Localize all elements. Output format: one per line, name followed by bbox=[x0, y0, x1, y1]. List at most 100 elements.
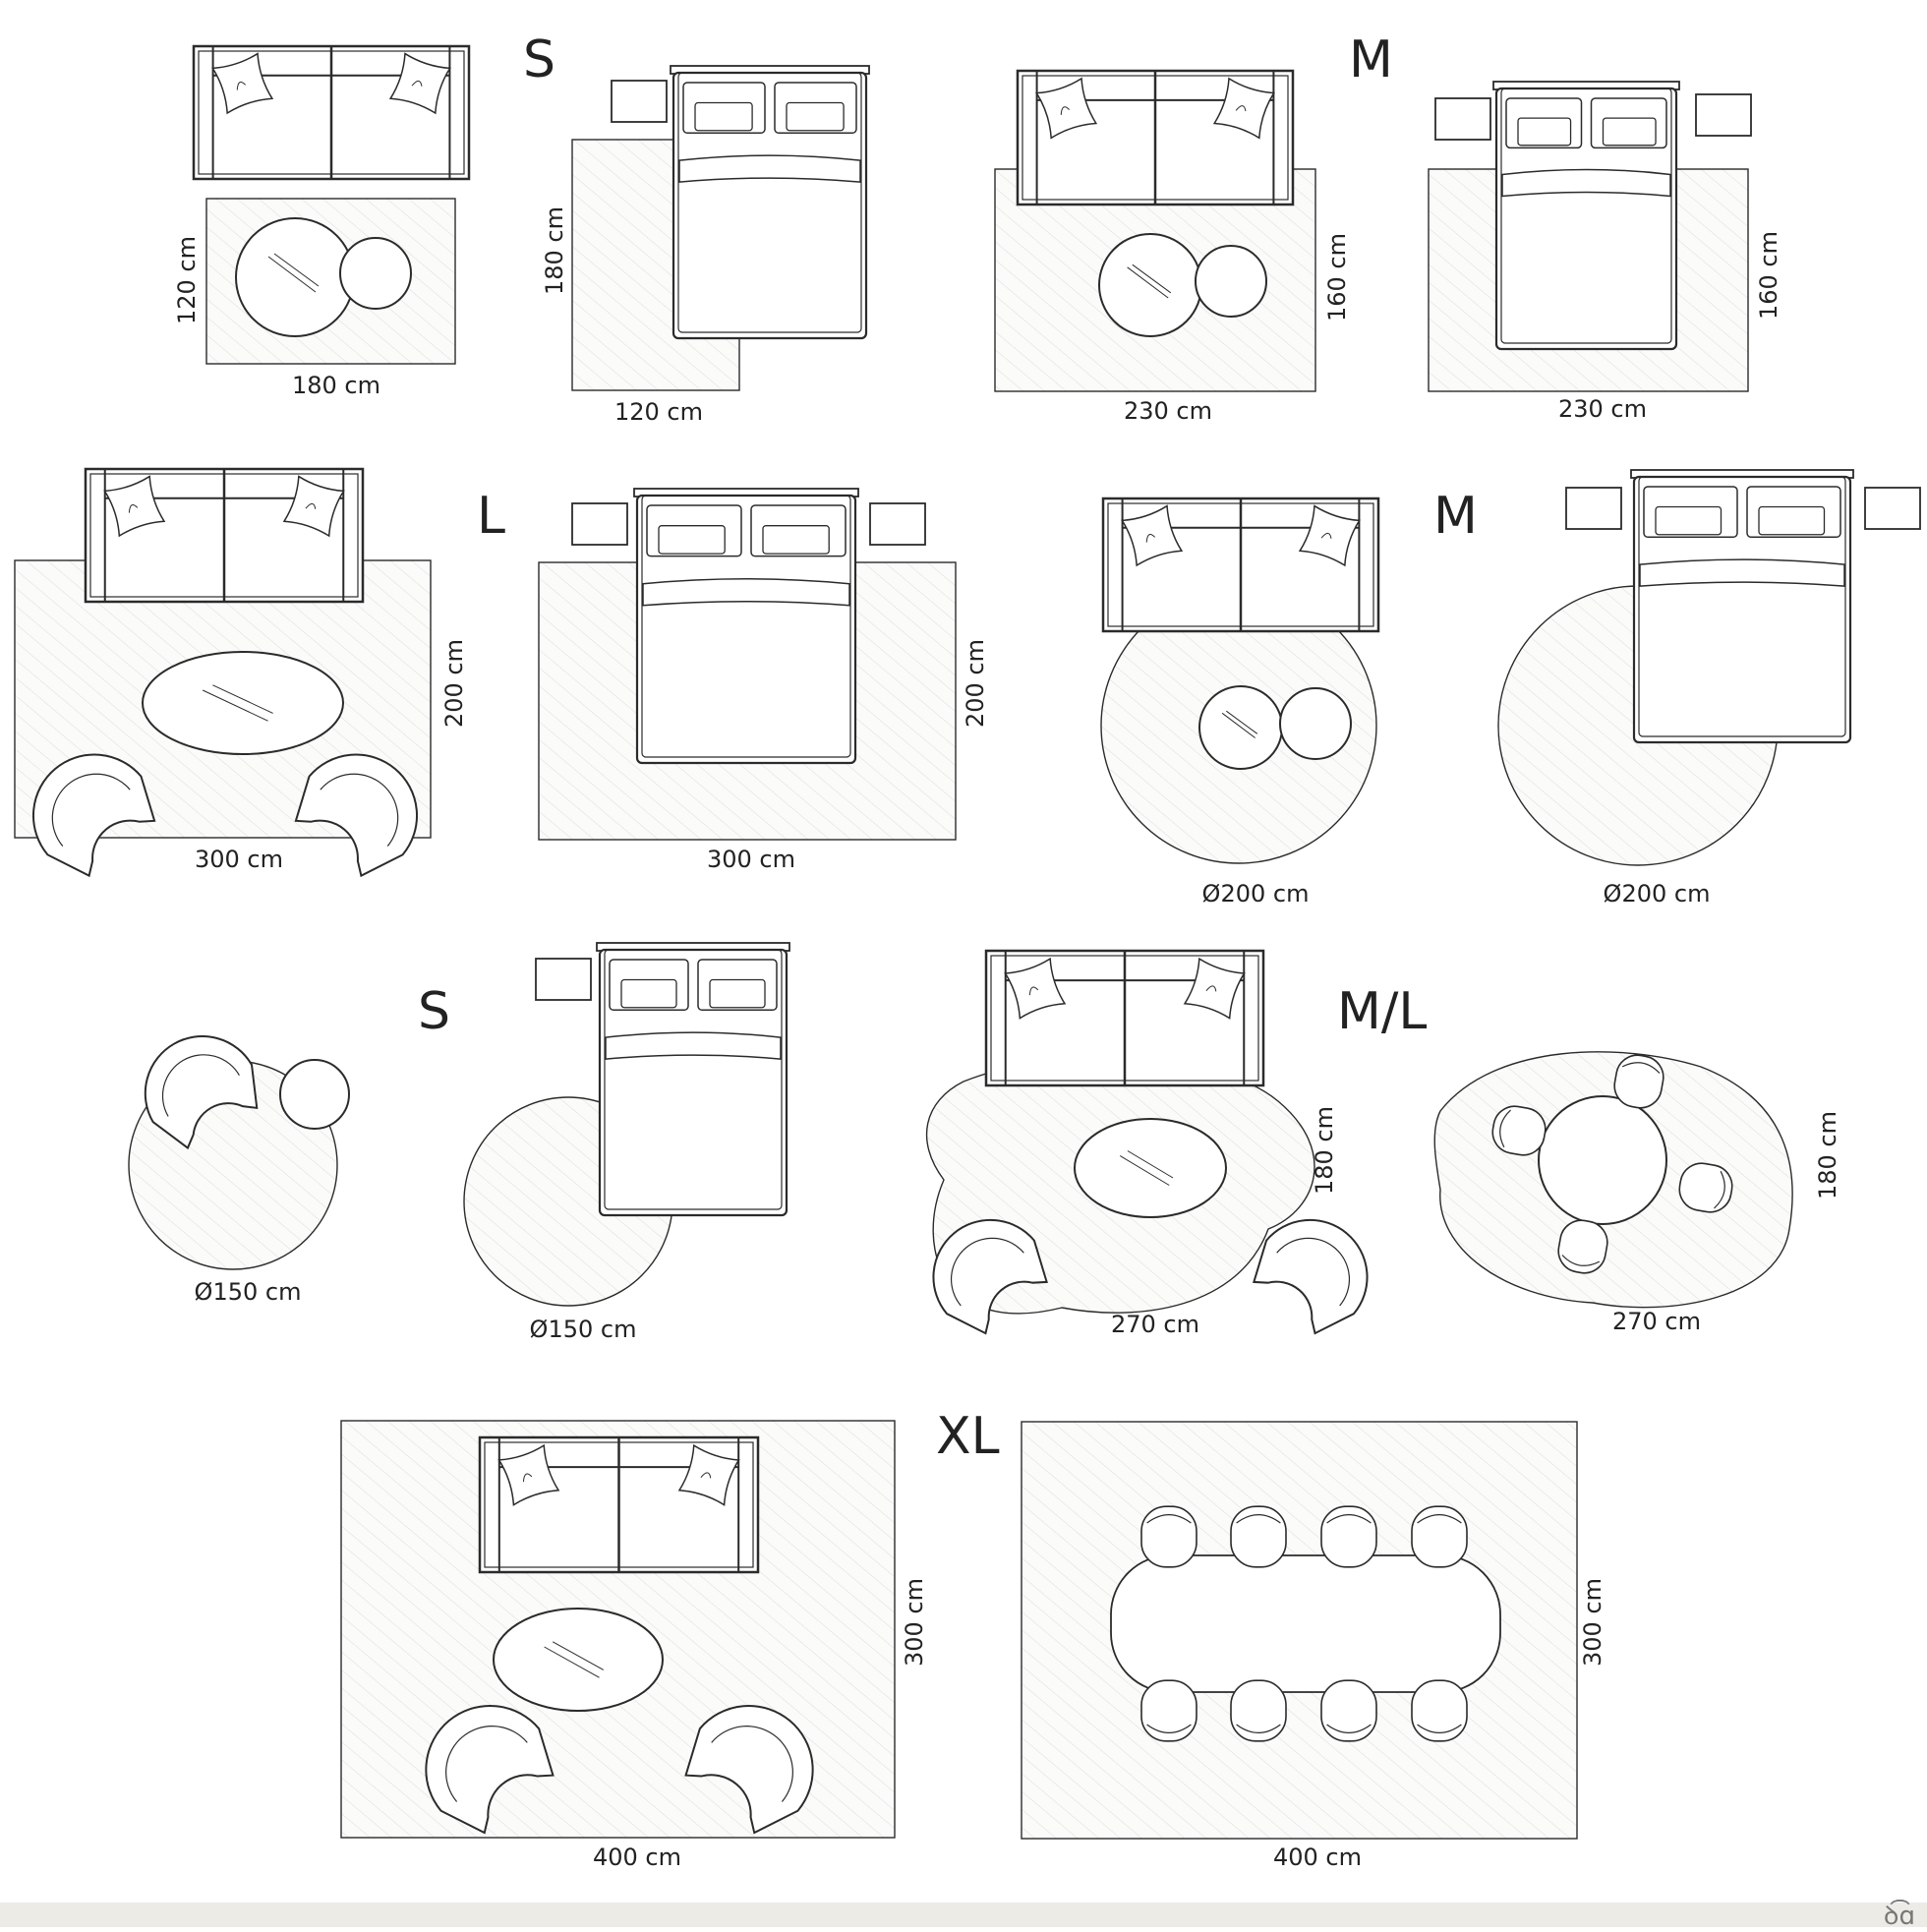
coffee-table-icon bbox=[1098, 233, 1267, 337]
dim-r1c-height: 160 cm bbox=[1323, 233, 1351, 322]
footer-bar: ꝺ͡ɑ bbox=[0, 1902, 1927, 1931]
dining-chair-icon bbox=[1491, 1105, 1547, 1156]
sofa-icon bbox=[478, 1435, 760, 1574]
pillow-icon bbox=[388, 52, 451, 115]
armchair-icon bbox=[1253, 1218, 1369, 1335]
pillow-icon bbox=[658, 525, 726, 555]
dim-r2d-diameter: Ø200 cm bbox=[1604, 880, 1711, 907]
pillow-icon bbox=[1121, 504, 1184, 567]
dim-r3a-diameter: Ø150 cm bbox=[195, 1278, 302, 1306]
coffee-table-icon bbox=[142, 651, 344, 755]
dim-r1d-height: 160 cm bbox=[1755, 231, 1782, 320]
dim-r4b-height: 300 cm bbox=[1579, 1578, 1606, 1667]
nightstand-icon bbox=[869, 502, 926, 546]
nightstand-icon bbox=[535, 958, 592, 1001]
dining-chair-icon bbox=[1140, 1505, 1197, 1568]
dim-r1a-height: 120 cm bbox=[173, 236, 201, 324]
bed-icon bbox=[633, 488, 859, 765]
coffee-table-icon bbox=[1198, 685, 1352, 770]
pillow-icon bbox=[1758, 505, 1826, 536]
nightstand-icon bbox=[1434, 97, 1491, 141]
nightstand-icon bbox=[571, 502, 628, 546]
sofa-icon bbox=[192, 44, 471, 181]
nightstand-icon bbox=[611, 80, 668, 123]
pillow-icon bbox=[786, 101, 845, 132]
size-label-m-row2: M bbox=[1433, 487, 1478, 546]
dim-r2b-height: 200 cm bbox=[962, 639, 989, 728]
dim-r3d-width: 270 cm bbox=[1612, 1308, 1701, 1335]
dim-r3d-height: 180 cm bbox=[1814, 1111, 1841, 1200]
coffee-table-icon bbox=[1074, 1118, 1227, 1218]
armchair-icon bbox=[144, 1035, 259, 1150]
sofa-icon bbox=[984, 949, 1265, 1087]
size-label-m-top: M bbox=[1349, 30, 1393, 89]
pillow-icon bbox=[677, 1443, 740, 1506]
pillow-icon bbox=[103, 475, 166, 538]
coffee-table-icon bbox=[235, 217, 412, 337]
brand-mark-icon: ꝺ͡ɑ bbox=[1883, 1902, 1915, 1931]
sofa-icon bbox=[84, 467, 365, 604]
dining-chair-icon bbox=[1411, 1679, 1468, 1742]
pillow-icon bbox=[1517, 117, 1572, 146]
size-label-ml-row3: M/L bbox=[1337, 982, 1427, 1041]
bed-icon bbox=[1630, 469, 1854, 744]
pillow-icon bbox=[1035, 77, 1098, 140]
dim-r3c-width: 270 cm bbox=[1111, 1311, 1199, 1338]
bed-icon bbox=[596, 942, 790, 1217]
dining-table-icon bbox=[1110, 1554, 1501, 1693]
pillow-icon bbox=[709, 978, 766, 1009]
dining-chair-icon bbox=[1320, 1679, 1377, 1742]
armchair-icon bbox=[684, 1705, 814, 1835]
dim-r2a-height: 200 cm bbox=[440, 639, 468, 728]
dining-chair-icon bbox=[1678, 1162, 1733, 1213]
dim-r4a-width: 400 cm bbox=[593, 1844, 681, 1871]
pillow-icon bbox=[620, 978, 677, 1009]
nightstand-icon bbox=[1565, 487, 1622, 530]
pillow-icon bbox=[694, 101, 753, 132]
bed-icon bbox=[1492, 81, 1680, 351]
dim-r3c-height: 180 cm bbox=[1311, 1106, 1338, 1195]
dim-r2b-width: 300 cm bbox=[707, 846, 795, 873]
dim-r4a-height: 300 cm bbox=[901, 1578, 928, 1667]
pillow-icon bbox=[211, 52, 274, 115]
pillow-icon bbox=[1655, 505, 1723, 536]
size-label-l-row2: L bbox=[477, 487, 505, 546]
dining-chair-icon bbox=[1320, 1505, 1377, 1568]
pillow-icon bbox=[282, 475, 345, 538]
dim-r1a-width: 180 cm bbox=[292, 372, 380, 399]
bed-icon bbox=[670, 65, 870, 340]
pillow-icon bbox=[1004, 957, 1067, 1020]
pillow-icon bbox=[762, 525, 830, 555]
pillow-icon bbox=[1183, 957, 1246, 1020]
nightstand-icon bbox=[1864, 487, 1921, 530]
sofa-icon bbox=[1016, 69, 1295, 206]
pillow-icon bbox=[1602, 117, 1657, 146]
size-label-s-row3: S bbox=[418, 982, 450, 1041]
dim-r3b-diameter: Ø150 cm bbox=[530, 1316, 637, 1343]
dim-r2c-diameter: Ø200 cm bbox=[1202, 880, 1310, 907]
dim-r4b-width: 400 cm bbox=[1273, 1844, 1362, 1871]
dining-chair-icon bbox=[1230, 1505, 1287, 1568]
dining-table-icon bbox=[1538, 1095, 1667, 1225]
dim-r2a-width: 300 cm bbox=[195, 846, 283, 873]
dim-r1b-height: 180 cm bbox=[541, 206, 568, 295]
coffee-table-icon bbox=[493, 1608, 664, 1712]
dim-r1c-width: 230 cm bbox=[1124, 397, 1212, 425]
armchair-icon bbox=[425, 1705, 555, 1835]
nightstand-icon bbox=[1695, 93, 1752, 137]
armchair-icon bbox=[32, 753, 156, 878]
dining-chair-icon bbox=[1140, 1679, 1197, 1742]
pillow-icon bbox=[1298, 504, 1361, 567]
dining-chair-icon bbox=[1230, 1679, 1287, 1742]
armchair-icon bbox=[932, 1218, 1048, 1335]
dining-chair-icon bbox=[1613, 1054, 1664, 1109]
size-label-xl-row4: XL bbox=[936, 1407, 1000, 1466]
dining-chair-icon bbox=[1411, 1505, 1468, 1568]
pillow-icon bbox=[497, 1443, 560, 1506]
dim-r1d-width: 230 cm bbox=[1558, 395, 1647, 423]
pillow-icon bbox=[1212, 77, 1275, 140]
sofa-icon bbox=[1101, 497, 1380, 633]
dining-chair-icon bbox=[1557, 1219, 1608, 1274]
armchair-icon bbox=[294, 753, 418, 878]
